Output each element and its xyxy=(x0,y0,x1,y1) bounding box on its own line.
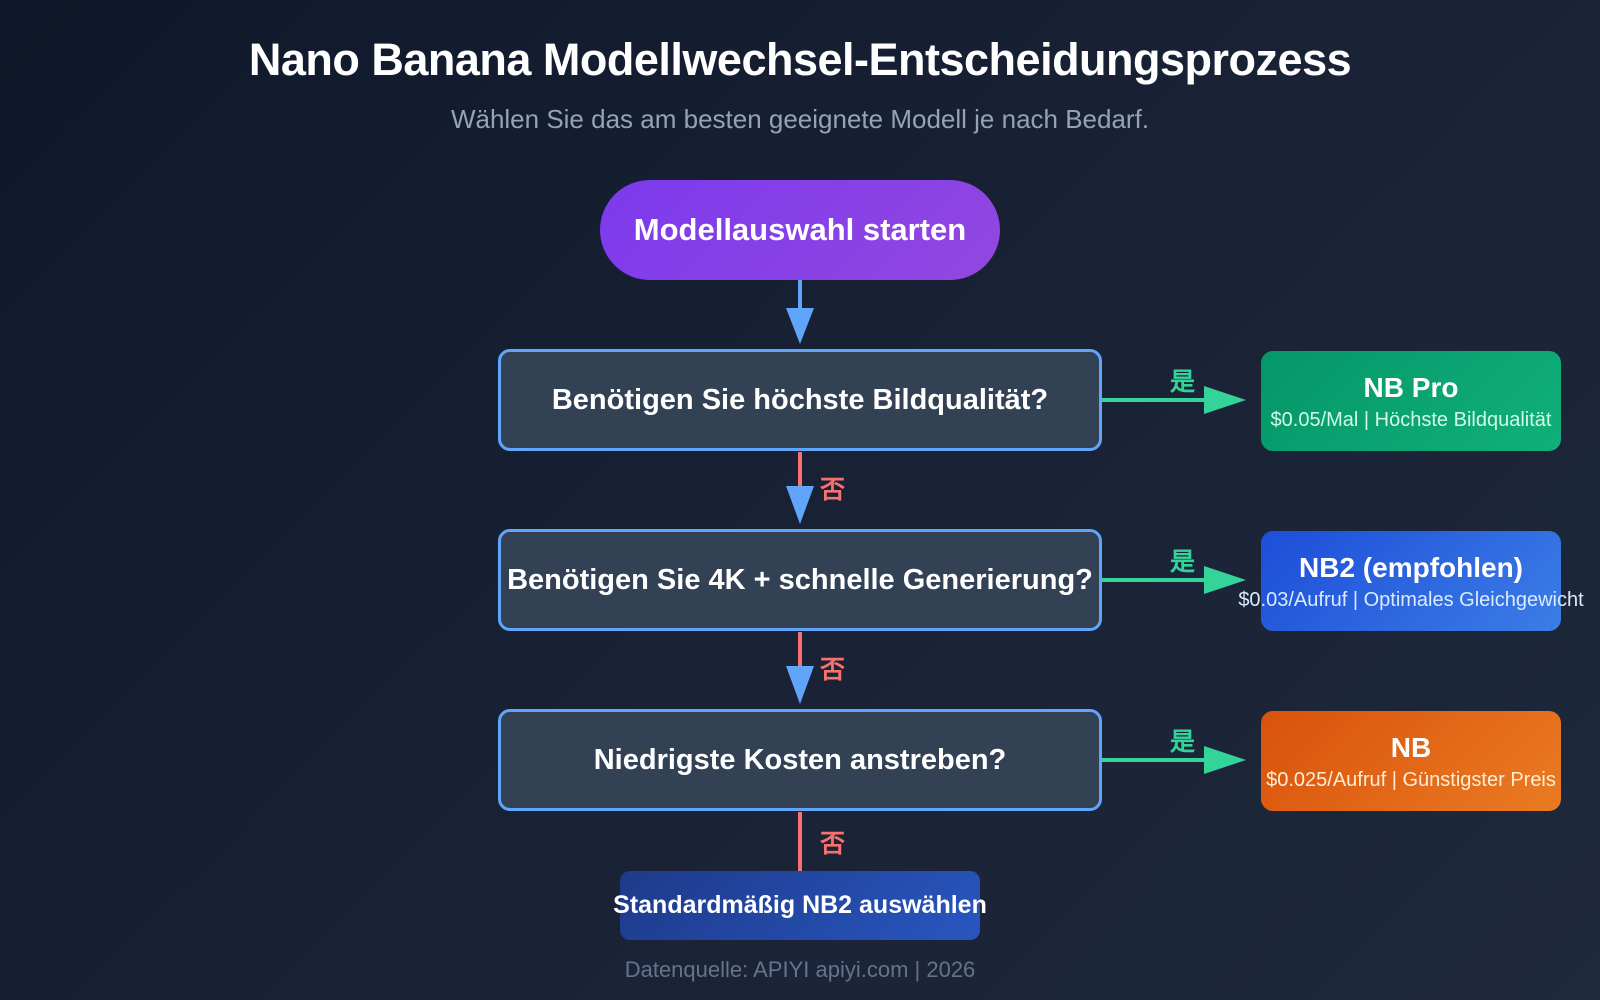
arrowhead-nb2 xyxy=(1204,566,1246,594)
arrowhead-pro xyxy=(1204,386,1246,414)
page-title: Nano Banana Modellwechsel-Entscheidungsp… xyxy=(248,34,1352,85)
result-nb2-name: NB2 (empfohlen) xyxy=(1299,552,1523,583)
result-nb-pro: NB Pro $0.05/Mal | Höchste Bildqualität xyxy=(1261,351,1561,451)
result-nb-pro-name: NB Pro xyxy=(1363,372,1459,403)
yes-label-q2: 是 xyxy=(1170,548,1196,576)
arrowhead-q2 xyxy=(786,486,814,524)
result-nb-pro-desc: $0.05/Mal | Höchste Bildqualität xyxy=(1270,409,1552,431)
result-nb-name: NB xyxy=(1390,732,1432,763)
decision-quality-label: Benötigen Sie höchste Bildqualität? xyxy=(551,383,1049,416)
decision-4k-speed: Benötigen Sie 4K + schnelle Generierung? xyxy=(498,529,1102,631)
no-label-q2: 否 xyxy=(820,656,846,684)
default-result-nb2: Standardmäßig NB2 auswählen xyxy=(613,871,987,940)
footer-source: Datenquelle: APIYI apiyi.com | 2026 xyxy=(624,957,976,982)
start-label: Modellauswahl starten xyxy=(633,212,967,247)
result-nb-desc: $0.025/Aufruf | Günstigster Preis xyxy=(1266,769,1556,791)
decision-4k-speed-label: Benötigen Sie 4K + schnelle Generierung? xyxy=(507,563,1093,596)
no-label-q3: 否 xyxy=(820,830,846,858)
decision-lowest-cost: Niedrigste Kosten anstreben? xyxy=(498,709,1102,811)
yes-label-q3: 是 xyxy=(1170,728,1196,756)
decision-quality: Benötigen Sie höchste Bildqualität? xyxy=(498,349,1102,451)
decision-lowest-cost-label: Niedrigste Kosten anstreben? xyxy=(593,743,1007,776)
arrowhead-nb xyxy=(1204,746,1246,774)
no-label-q1: 否 xyxy=(820,476,846,504)
start-node: Modellauswahl starten xyxy=(600,180,1000,280)
arrowhead-q3 xyxy=(786,666,814,704)
page-subtitle: Wählen Sie das am besten geeignete Model… xyxy=(450,104,1150,134)
result-nb2: NB2 (empfohlen) $0.03/Aufruf | Optimales… xyxy=(1238,531,1584,631)
arrowhead-q1 xyxy=(786,308,814,344)
result-nb: NB $0.025/Aufruf | Günstigster Preis xyxy=(1261,711,1561,811)
result-nb2-desc: $0.03/Aufruf | Optimales Gleichgewicht xyxy=(1238,589,1584,611)
yes-label-q1: 是 xyxy=(1170,368,1196,396)
default-result-label: Standardmäßig NB2 auswählen xyxy=(613,891,987,919)
